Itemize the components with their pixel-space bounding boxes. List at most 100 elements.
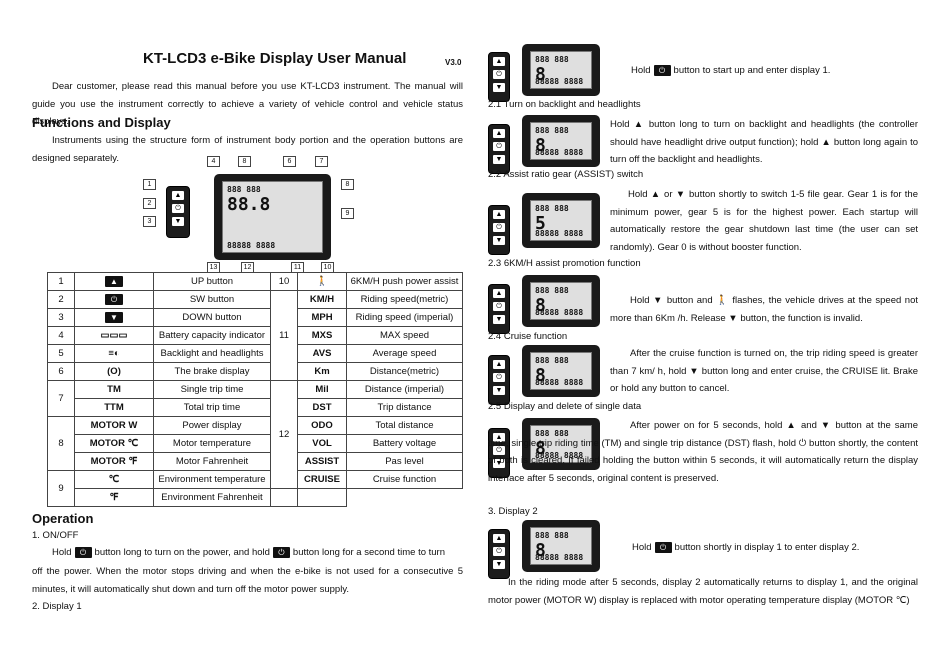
display1-heading: 2. Display 1 bbox=[32, 601, 82, 612]
down-button-icon: ▼ bbox=[493, 83, 505, 92]
code-label: MOTOR ℉ bbox=[74, 452, 154, 471]
lcd-speed-digits: 88.8 bbox=[227, 194, 271, 215]
section-3-heading: 3. Display 2 bbox=[488, 506, 538, 517]
section-2-3-heading: 2.3 6KM/H assist promotion function bbox=[488, 258, 641, 269]
brake-icon: (O) bbox=[74, 362, 154, 381]
section-2-2-heading: 2.2 Assist ratio gear (ASSIST) switch bbox=[488, 169, 644, 180]
row-number: 9 bbox=[47, 470, 75, 507]
row-number: 11 bbox=[270, 290, 298, 381]
code-label: MOTOR W bbox=[74, 416, 154, 435]
function-desc: Environment Fahrenheit bbox=[153, 488, 271, 507]
function-desc: Motor Fahrenheit bbox=[153, 452, 271, 471]
power-button-icon: ⏻ bbox=[493, 142, 505, 151]
button-remote: ▲⏻▼ bbox=[488, 428, 510, 478]
function-table: 1 ▲ UP button 10 🚶 6KM/H push power assi… bbox=[47, 272, 463, 507]
empty-cell bbox=[270, 488, 298, 507]
down-arrow-icon: ▼ bbox=[74, 308, 154, 327]
table-row: 5 ≡◐ Backlight and headlights AVS Averag… bbox=[47, 344, 463, 363]
version-label: V3.0 bbox=[445, 58, 462, 67]
code-label: Mil bbox=[297, 380, 347, 399]
button-remote: ▲⏻▼ bbox=[488, 355, 510, 405]
table-row: 8 MOTOR W Power display ODO Total distan… bbox=[47, 416, 463, 471]
code-label: ODO bbox=[297, 416, 347, 435]
row-number: 7 bbox=[47, 380, 75, 417]
callout-8: 8 bbox=[341, 179, 354, 190]
table-row: 6 (O) The brake display Km Distance(metr… bbox=[47, 362, 463, 381]
section-2-5-text: After power on for 5 seconds, hold ▲ and… bbox=[488, 420, 918, 484]
code-label: ℃ bbox=[74, 470, 154, 489]
function-desc: Power display bbox=[153, 416, 271, 435]
code-label: TM bbox=[74, 380, 154, 399]
power-icon: ⏻ bbox=[272, 547, 290, 558]
function-desc: Battery capacity indicator bbox=[153, 326, 271, 345]
row-number: 3 bbox=[47, 308, 75, 327]
operation-heading: Operation bbox=[32, 511, 94, 526]
down-button-icon: ▼ bbox=[493, 386, 505, 395]
hold-startup-line: Hold⏻button to start up and enter displa… bbox=[631, 65, 831, 77]
table-row: 7 TM Single trip time 12 Mil Distance (i… bbox=[47, 380, 463, 489]
function-desc: Cruise function bbox=[346, 470, 463, 489]
table-row: 4 ▭▭▭ Battery capacity indicator MXS MAX… bbox=[47, 326, 463, 345]
lcd-device: 888 888 88.8 88888 8888 bbox=[214, 174, 331, 260]
section-2-4-text: After the cruise function is turned on, … bbox=[610, 348, 918, 394]
headlight-icon: ≡◐ bbox=[74, 344, 154, 363]
table-row: MOTOR ℉ Motor Fahrenheit ASSIST Pas leve… bbox=[48, 452, 463, 471]
onoff-paragraph: off the power. When the motor stops driv… bbox=[32, 566, 463, 595]
onoff-heading: 1. ON/OFF bbox=[32, 530, 79, 541]
function-desc: Total trip time bbox=[153, 398, 271, 417]
callout-4: 4 bbox=[207, 156, 220, 167]
down-button-icon: ▼ bbox=[493, 155, 505, 164]
down-button-icon: ▼ bbox=[493, 315, 505, 324]
function-desc: DOWN button bbox=[153, 308, 271, 327]
button-remote: ▲⏻▼ bbox=[488, 529, 510, 579]
row-number: 2 bbox=[47, 290, 75, 309]
code-label: DST bbox=[297, 398, 347, 417]
function-desc: Total distance bbox=[346, 416, 463, 435]
function-desc: The brake display bbox=[153, 362, 271, 381]
function-desc: Average speed bbox=[346, 344, 463, 363]
functions-paragraph: Instruments using the structure form of … bbox=[32, 135, 463, 164]
function-desc: UP button bbox=[153, 272, 271, 291]
row-number: 1 bbox=[47, 272, 75, 291]
function-desc: Environment temperature bbox=[153, 470, 271, 489]
manual-title: KT-LCD3 e-Bike Display User Manual bbox=[143, 50, 407, 67]
section-3-text: In the riding mode after 5 seconds, disp… bbox=[488, 577, 918, 606]
power-button-icon: ⏻ bbox=[493, 547, 505, 556]
up-button-icon: ▲ bbox=[493, 210, 505, 219]
down-button-icon: ▼ bbox=[493, 459, 505, 468]
down-button-icon: ▼ bbox=[172, 217, 184, 226]
table-row: 9 ℃ Environment temperature CRUISE Cruis… bbox=[47, 470, 463, 507]
callout-1: 1 bbox=[143, 179, 156, 190]
table-row: 1 ▲ UP button 10 🚶 6KM/H push power assi… bbox=[47, 272, 463, 291]
section-2-2-text: Hold ▲ or ▼ button shortly to switch 1-5… bbox=[610, 189, 918, 253]
function-desc: Distance(metric) bbox=[346, 362, 463, 381]
row-number: 12 bbox=[270, 380, 298, 489]
row-number: 6 bbox=[47, 362, 75, 381]
callout-3: 3 bbox=[143, 216, 156, 227]
code-label: Km bbox=[297, 362, 347, 381]
down-button-icon: ▼ bbox=[493, 236, 505, 245]
code-label: MOTOR ℃ bbox=[74, 434, 154, 453]
table-row: TTM Total trip time DST Trip distance bbox=[48, 398, 463, 417]
function-desc: MAX speed bbox=[346, 326, 463, 345]
button-remote: ▲⏻▼ bbox=[488, 284, 510, 334]
button-remote: ▲⏻▼ bbox=[488, 205, 510, 255]
down-button-icon: ▼ bbox=[493, 560, 505, 569]
callout-2: 2 bbox=[143, 198, 156, 209]
lcd-bottom-digits: 88888 8888 bbox=[227, 241, 276, 250]
up-button-icon: ▲ bbox=[172, 191, 184, 200]
function-desc: 6KM/H push power assist bbox=[346, 272, 463, 291]
power-button-icon: ⏻ bbox=[493, 302, 505, 311]
intro-paragraph: Dear customer, please read this manual b… bbox=[32, 81, 463, 127]
function-desc: Backlight and headlights bbox=[153, 344, 271, 363]
callout-6: 6 bbox=[283, 156, 296, 167]
